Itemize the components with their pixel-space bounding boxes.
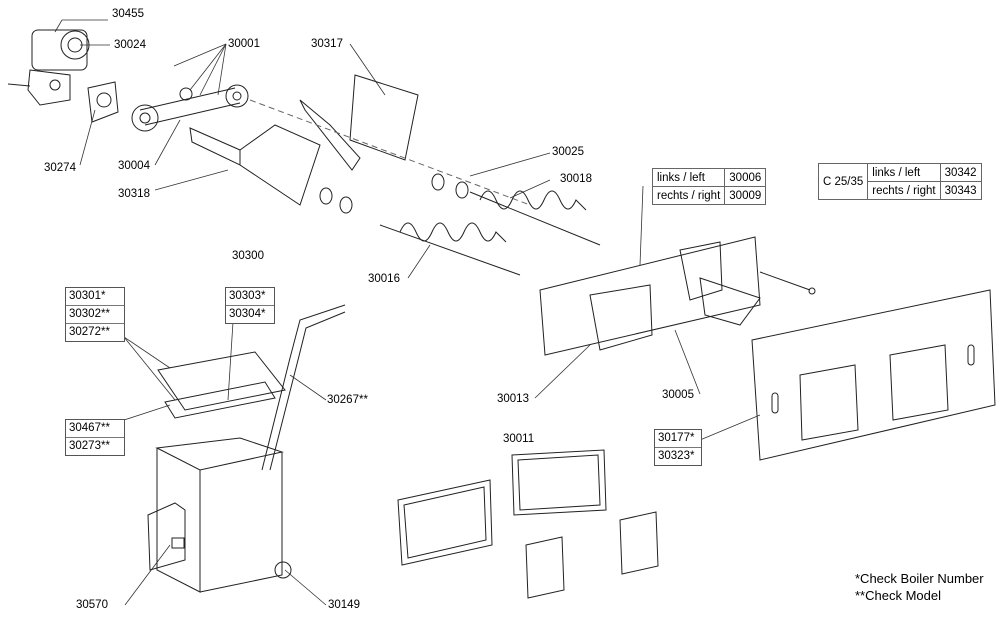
table-row: links / left 30006 (651, 168, 767, 187)
c25-model-table: C 25/35 links / left 30342 rechts / righ… (817, 163, 982, 200)
side-label: links / left (651, 168, 726, 187)
knob-part-group: 30303* 30304* (225, 287, 275, 324)
part-label-30149: 30149 (328, 599, 360, 611)
part-label-30004: 30004 (118, 160, 150, 172)
frame-part-1: 30467** (69, 422, 110, 434)
plate-part-group: 30177* 30323* (654, 429, 702, 466)
motor-bracket (87, 81, 119, 123)
motor-gearbox (7, 29, 90, 106)
part-label-30318: 30318 (118, 188, 150, 200)
side-label: links / left (867, 163, 941, 182)
note-check-boiler: *Check Boiler Number (855, 571, 984, 586)
frame-part-group: 30467** 30273** (65, 419, 125, 456)
table-row: rechts / right 30343 (819, 181, 982, 200)
part-label-30455: 30455 (112, 8, 144, 20)
part-label-30317: 30317 (311, 38, 343, 50)
lid-part-2: 30302** (66, 305, 124, 323)
knob-part-2: 30304* (226, 305, 274, 323)
part-label-30300: 30300 (232, 250, 264, 262)
part-code: 30009 (724, 186, 767, 205)
hopper-lid (157, 351, 286, 419)
hopper-handle (261, 304, 346, 471)
base-plate (751, 289, 996, 461)
lid-part-3: 30272** (66, 323, 124, 341)
chain-assembly (131, 84, 249, 132)
frame-part-2: 30273** (66, 437, 124, 455)
part-label-30018: 30018 (560, 173, 592, 185)
front-plate-table: links / left 30006 rechts / right 30009 (651, 168, 767, 205)
table-row: C 25/35 links / left 30342 (817, 163, 982, 200)
part-label-30025: 30025 (552, 146, 584, 158)
plate-part-1: 30177* (658, 432, 695, 444)
part-code: 30006 (724, 168, 767, 187)
chain-cover-plates (189, 74, 419, 206)
part-label-30274: 30274 (44, 162, 76, 174)
note-check-model: **Check Model (855, 588, 941, 603)
part-code: 30343 (939, 181, 982, 200)
side-label: rechts / right (651, 186, 726, 205)
part-label-30011: 30011 (503, 433, 535, 445)
gasket-frames (397, 449, 659, 599)
part-label-30570: 30570 (76, 599, 108, 611)
plate-part-2: 30323* (655, 447, 701, 465)
bushings (319, 173, 469, 214)
hopper-body (155, 437, 292, 593)
part-label-30016: 30016 (368, 273, 400, 285)
part-label-30024: 30024 (114, 39, 146, 51)
side-label: rechts / right (867, 181, 941, 200)
auger-screws (379, 190, 601, 276)
front-plate-assembly (539, 236, 816, 356)
hopper-side-box (147, 502, 186, 571)
table-row: rechts / right 30009 (651, 186, 767, 205)
lid-part-1: 30301* (69, 290, 106, 302)
part-label-30013: 30013 (497, 393, 529, 405)
auger-axis (249, 99, 531, 206)
model-label: C 25/35 (817, 163, 869, 200)
part-label-30267: 30267** (327, 394, 368, 406)
part-label-30001: 30001 (228, 38, 260, 50)
part-code: 30342 (939, 163, 982, 182)
part-label-30005: 30005 (662, 389, 694, 401)
leader-lines (54, 19, 761, 606)
lid-part-group: 30301* 30302** 30272** (65, 287, 125, 342)
knob-part-1: 30303* (229, 290, 266, 302)
